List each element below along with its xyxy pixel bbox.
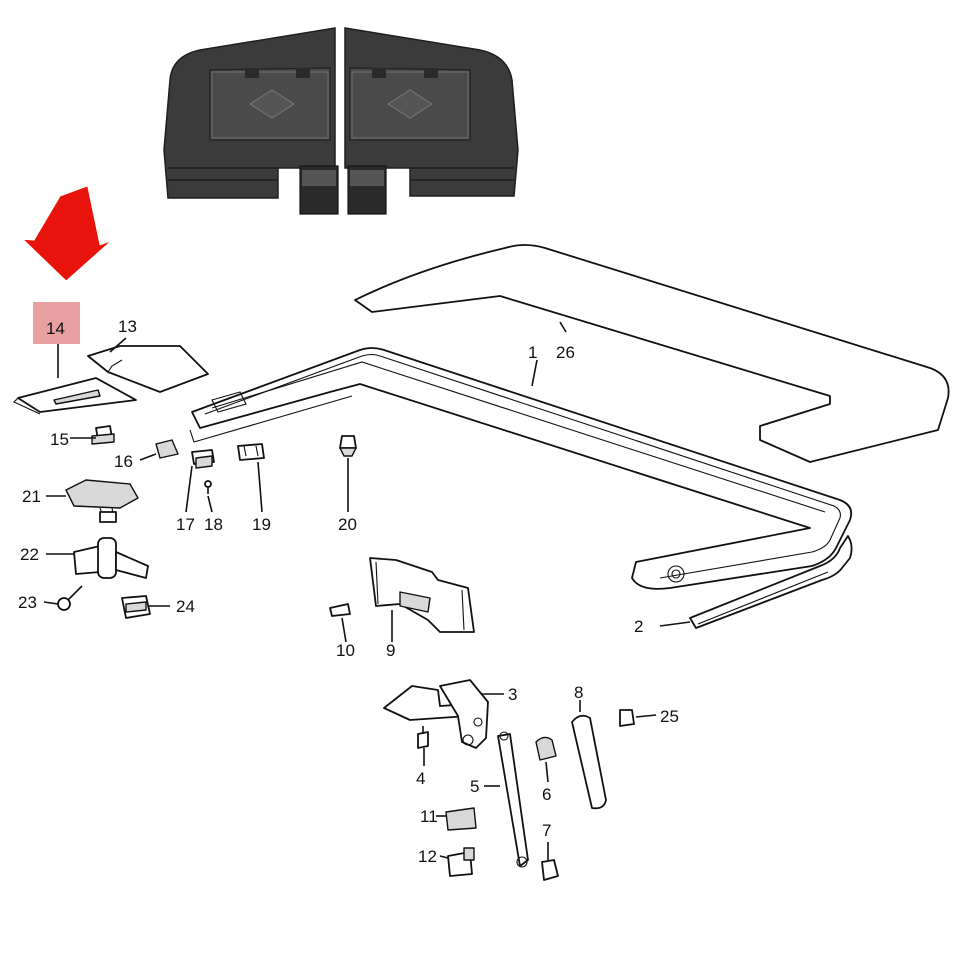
callout-26: 26 [556,343,575,362]
callout-25: 25 [660,707,679,726]
callout-24: 24 [176,597,195,616]
part-24-clip [121,595,151,619]
callout-21: 21 [22,487,41,506]
part-15-clip [91,425,115,445]
leader-lines [43,321,691,860]
callout-1: 1 [528,343,537,362]
callout-16: 16 [114,452,133,471]
part-17-clip [191,449,215,469]
callout-17: 17 [176,515,195,534]
part-16-clip [155,439,179,459]
part-4-bolt [417,726,429,749]
callout-9: 9 [386,641,395,660]
part-26-panel [354,244,950,463]
part-21-cap [65,479,139,523]
part-5-strut [497,731,529,868]
callout-8: 8 [574,683,583,702]
callout-19: 19 [252,515,271,534]
part-14-cover [13,377,137,415]
part-1-frame [189,347,853,590]
callout-6: 6 [542,785,551,804]
part-19-clip [237,443,265,461]
part-25-cap [619,709,635,727]
red-arrow-icon [24,186,110,281]
callout-10: 10 [336,641,355,660]
callout-18: 18 [204,515,223,534]
part-6-bush [535,736,557,761]
part-10-pin [329,603,351,617]
product-photo [163,27,519,215]
callout-5: 5 [470,777,479,796]
part-12-clip [447,847,475,877]
callout-20: 20 [338,515,357,534]
callout-7: 7 [542,821,551,840]
callout-2: 2 [634,617,643,636]
part-18-screw [204,480,212,494]
part-23-screw [57,585,83,611]
callout-3: 3 [508,685,517,704]
part-7-clip [541,859,559,881]
callout-22: 22 [20,545,39,564]
callout-12: 12 [418,847,437,866]
part-2-seal [689,535,853,629]
callout-23: 23 [18,593,37,612]
callout-labels: 14 13 1 26 15 16 17 18 19 20 21 22 23 24… [18,317,679,866]
part-13-plate [87,345,209,393]
part-8-strut [571,714,607,810]
highlight-box [33,302,80,344]
callout-14: 14 [46,319,65,338]
part-20-fastener [339,435,357,457]
callout-4: 4 [416,769,425,788]
part-22-hinge [73,537,149,579]
callout-13: 13 [118,317,137,336]
callout-11: 11 [420,807,438,826]
callout-15: 15 [50,430,69,449]
part-3-hinge [383,679,489,749]
part-11-pad [445,807,477,831]
part-9-bracket [369,557,475,633]
